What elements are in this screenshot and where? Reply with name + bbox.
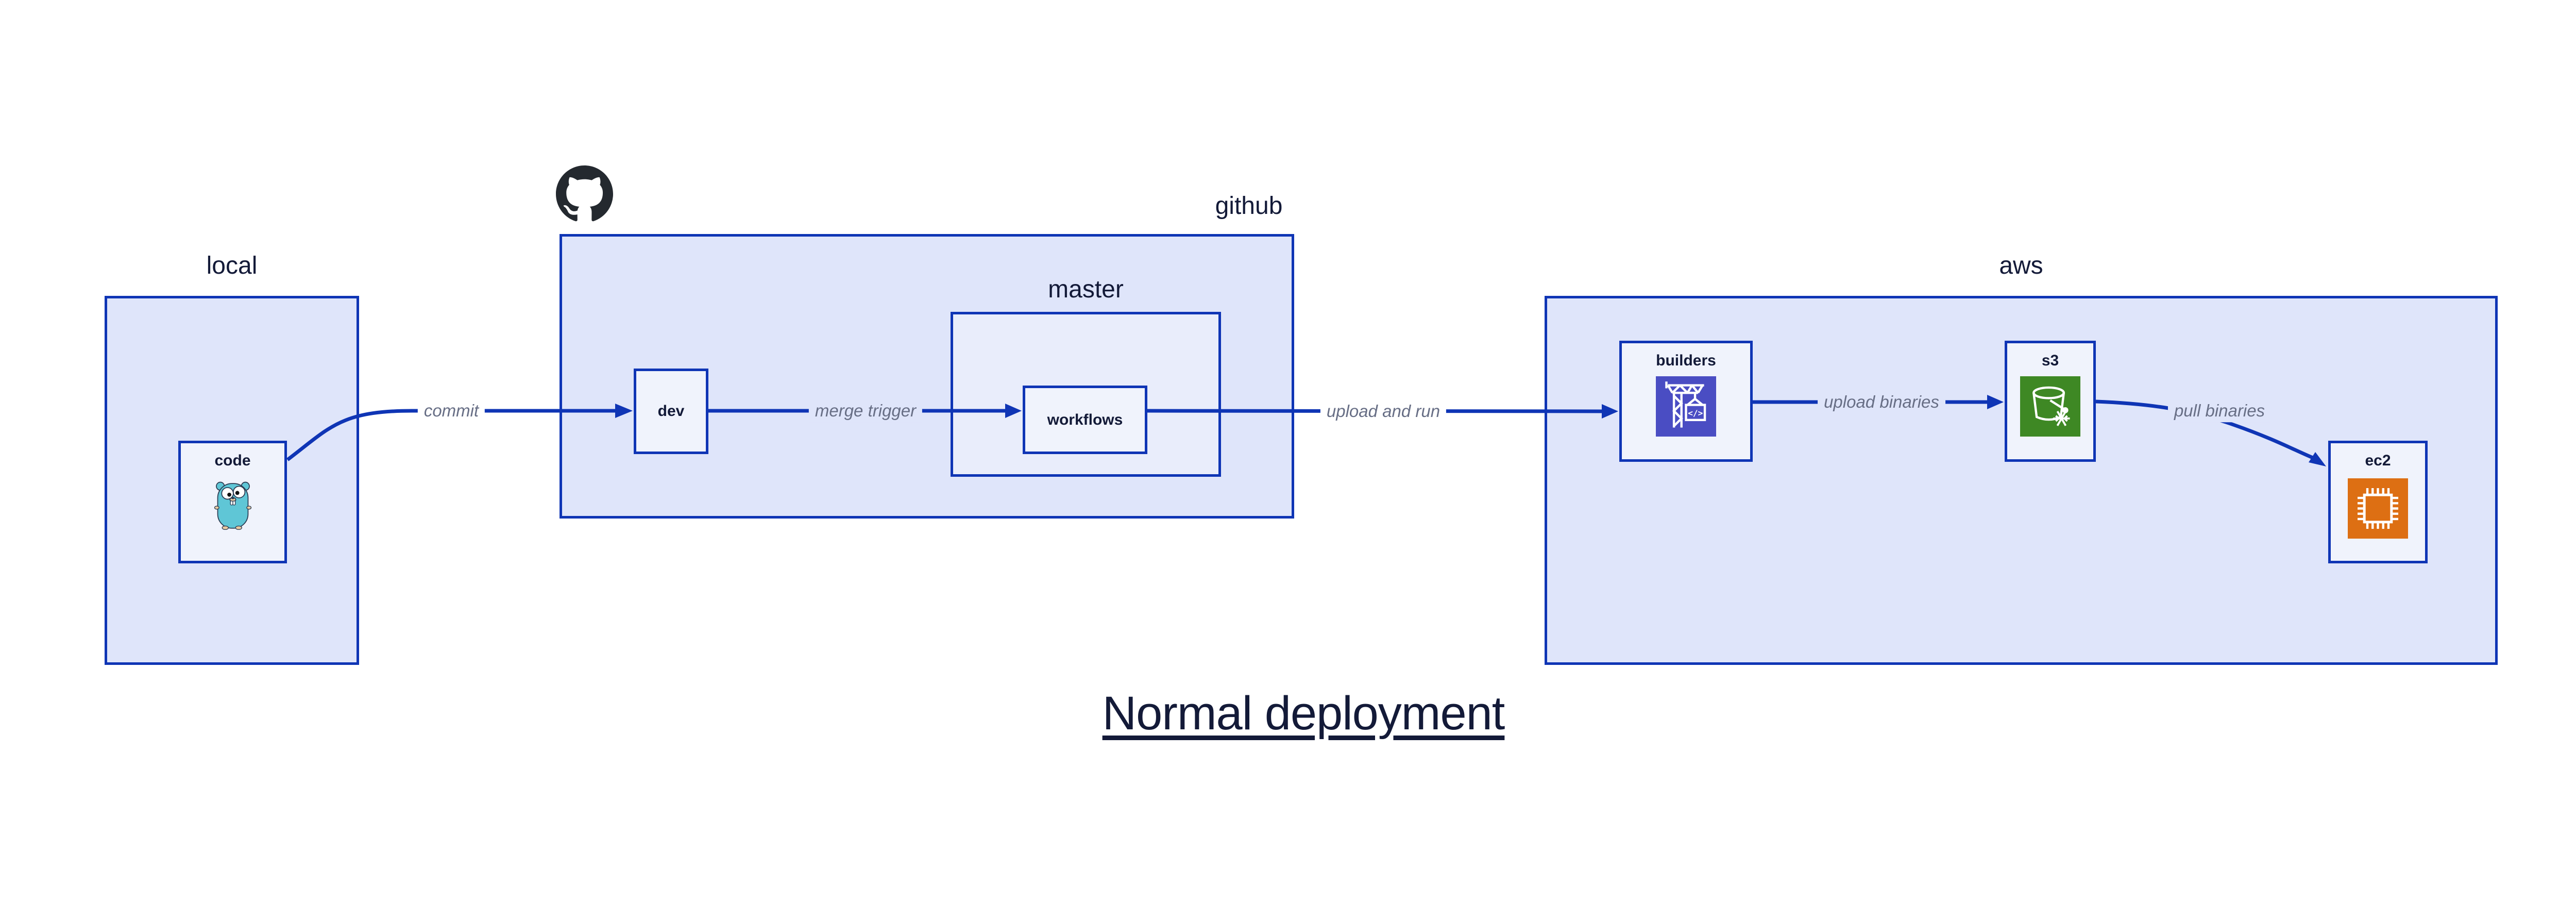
- diagram-title: Normal deployment: [1102, 687, 1505, 740]
- node-builders-label: builders: [1656, 352, 1716, 369]
- group-label-github: github: [1215, 192, 1283, 220]
- group-label-aws: aws: [1999, 252, 2043, 279]
- node-ec2-label: ec2: [2365, 452, 2391, 469]
- node-builders: builders </>: [1619, 341, 1753, 462]
- group-label-master: master: [1048, 276, 1124, 303]
- edge-upload-and-run-arrowhead: [1602, 404, 1618, 419]
- node-workflows-label: workflows: [1047, 411, 1123, 428]
- edge-merge-trigger-arrowhead: [1005, 404, 1022, 418]
- aws-ec2-icon: [2348, 478, 2408, 539]
- node-code: code: [178, 441, 287, 563]
- node-ec2: ec2: [2328, 441, 2428, 563]
- node-s3-label: s3: [2041, 352, 2059, 369]
- edge-label-upload-and-run: upload and run: [1320, 400, 1447, 423]
- github-octocat-icon: [556, 165, 613, 222]
- edge-label-upload-binaries: upload binaries: [1818, 391, 1945, 413]
- node-dev: dev: [634, 369, 708, 454]
- node-s3: s3: [2005, 341, 2096, 462]
- go-gopher-icon: [214, 481, 251, 530]
- node-code-label: code: [214, 452, 251, 469]
- edge-label-pull-binaries: pull binaries: [2167, 399, 2272, 422]
- edge-label-merge-trigger: merge trigger: [808, 399, 923, 422]
- edge-commit-line: [286, 409, 615, 461]
- edge-label-commit: commit: [417, 399, 485, 422]
- codebuild-code-glyph: </>: [1688, 408, 1703, 418]
- edge-pull-binaries-line: [2095, 399, 2314, 460]
- edge-pull-binaries-arrowhead: [2309, 452, 2326, 466]
- aws-s3-glacier-icon: [2020, 376, 2080, 437]
- node-workflows: workflows: [1023, 386, 1147, 454]
- edge-commit-arrowhead: [615, 404, 633, 418]
- aws-codebuild-icon: </>: [1656, 376, 1716, 437]
- node-dev-label: dev: [657, 403, 685, 420]
- group-label-local: local: [206, 252, 258, 279]
- edge-upload-binaries-arrowhead: [1987, 395, 2004, 409]
